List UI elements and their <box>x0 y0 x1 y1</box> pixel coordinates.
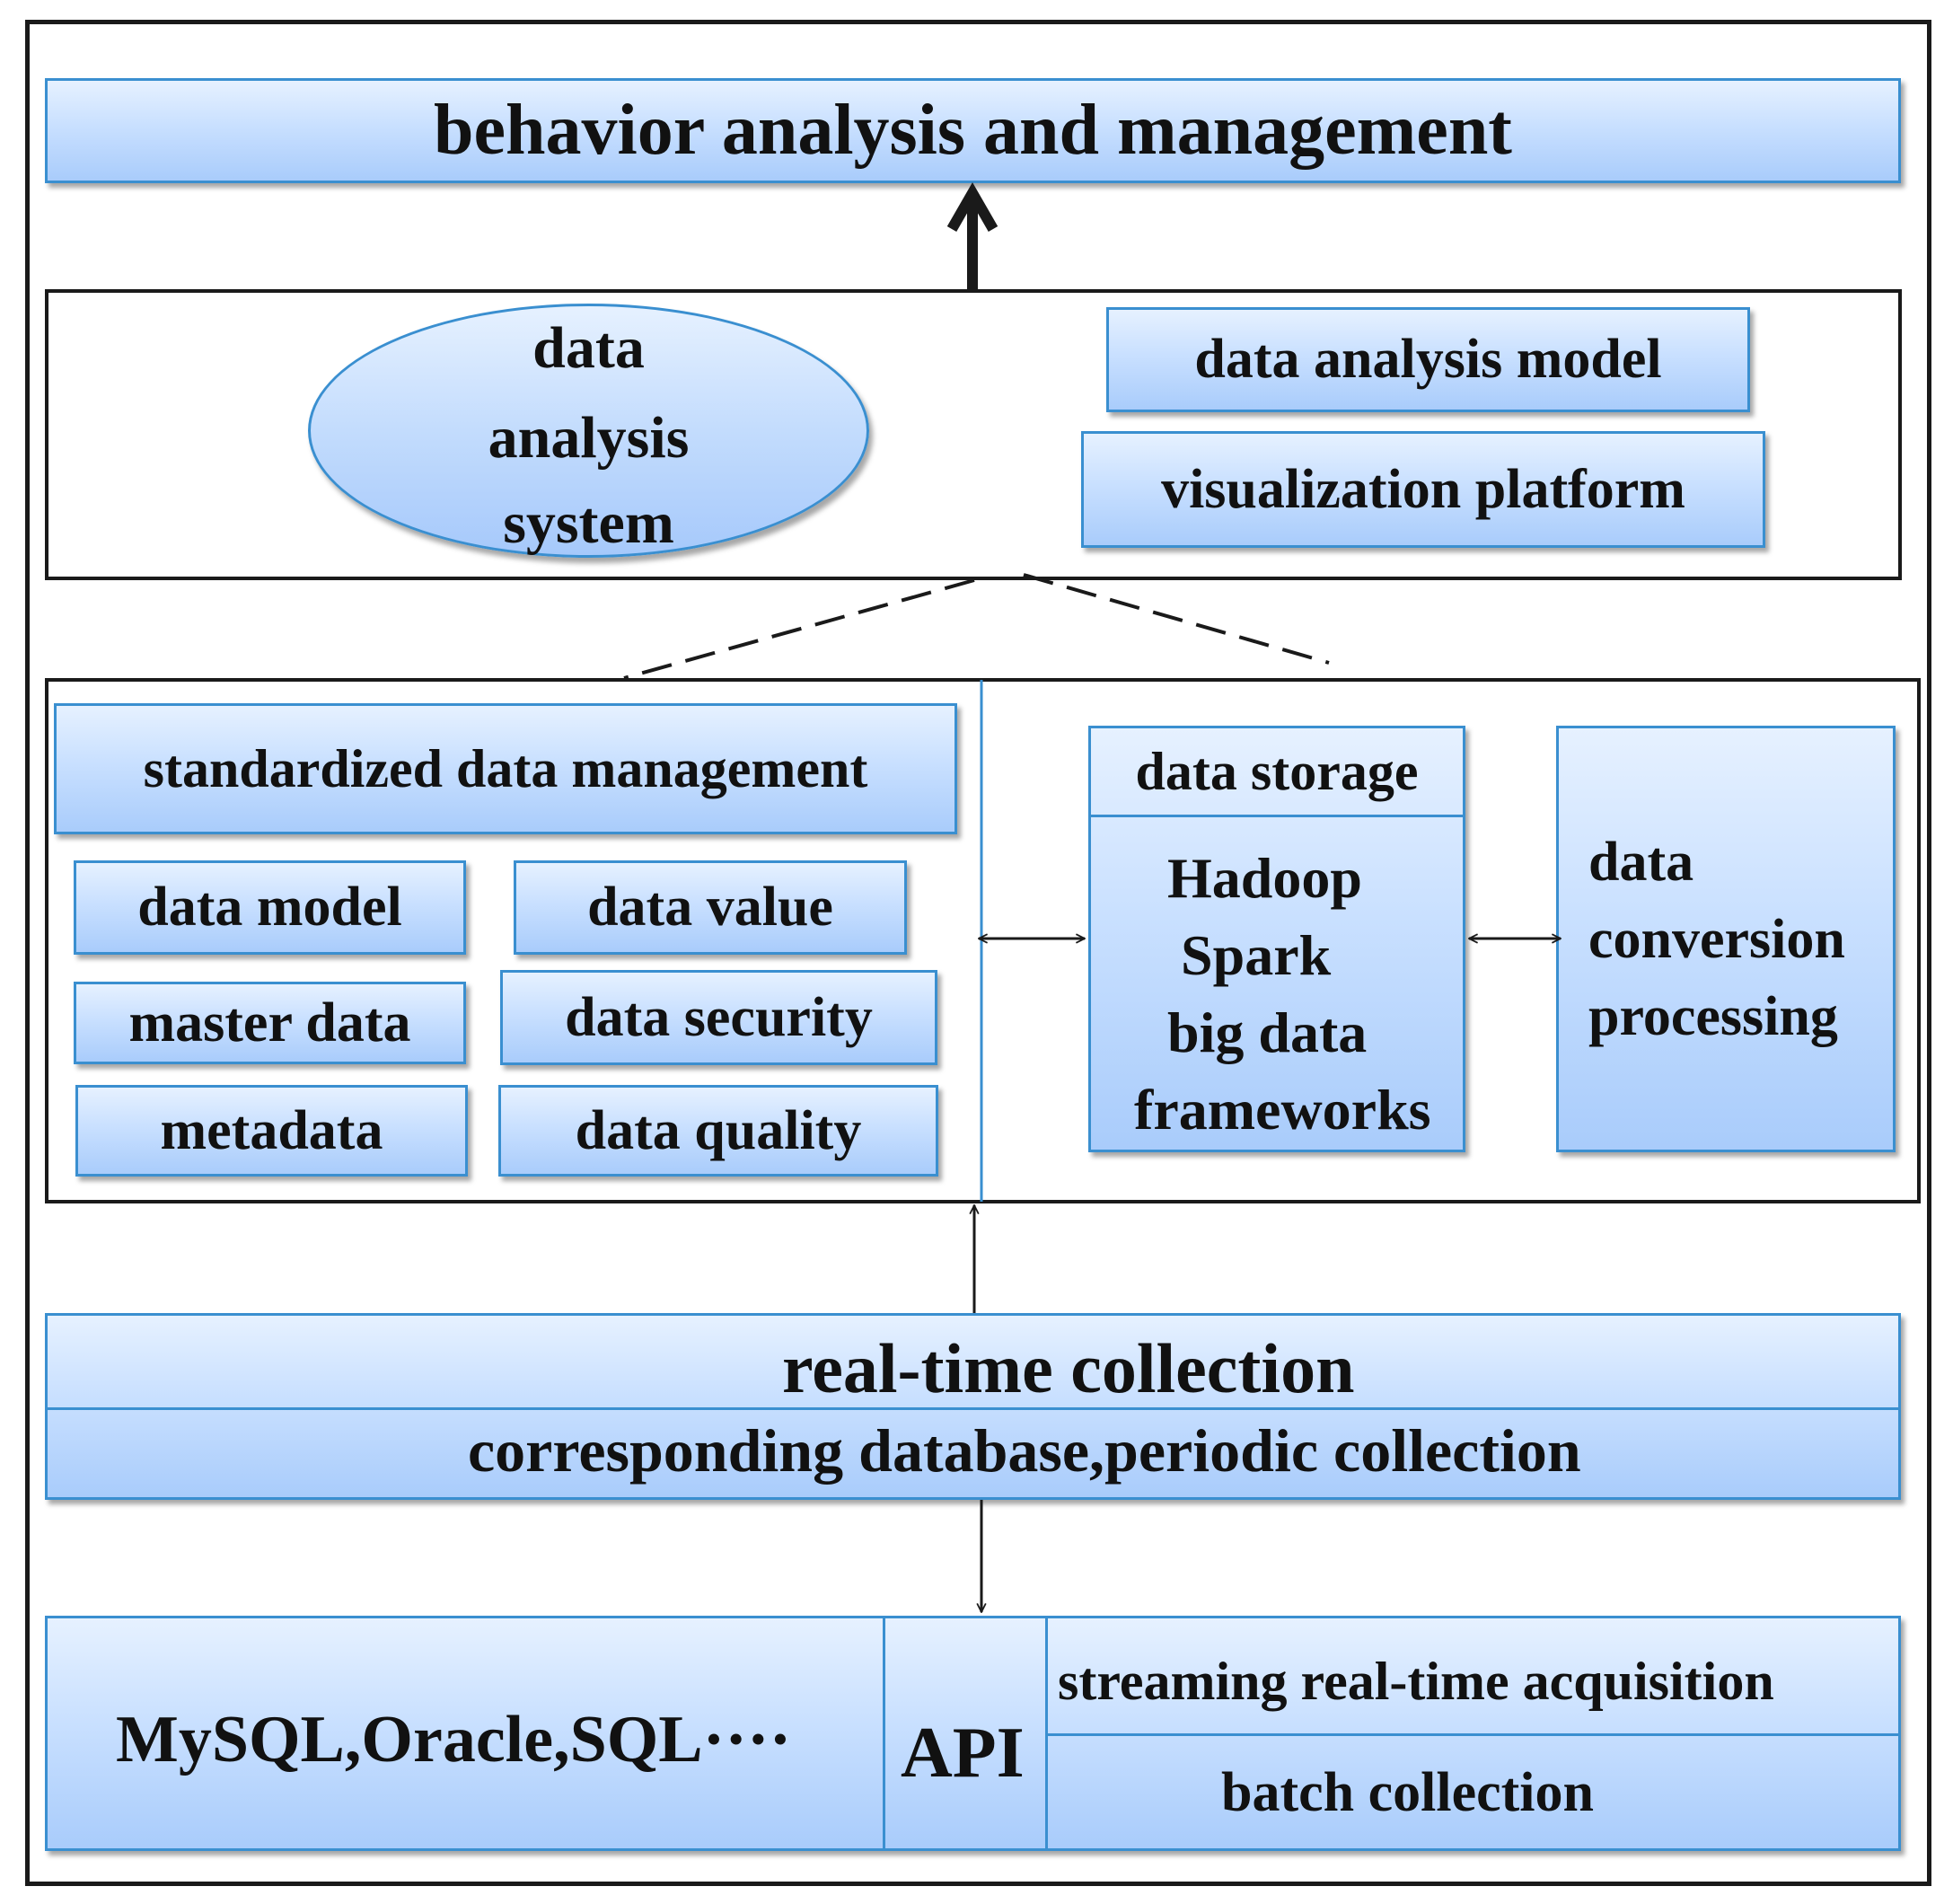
api-label: API <box>901 1714 1025 1793</box>
storage-line-spark: Spark <box>1181 923 1332 987</box>
periodic-collection-label: corresponding database,periodic collecti… <box>468 1416 1581 1485</box>
metadata-label: metadata <box>160 1099 383 1161</box>
collection-box: real-time collection corresponding datab… <box>45 1313 1901 1500</box>
storage-line-frameworks: frameworks <box>1134 1078 1431 1142</box>
data-security-box: data security <box>500 970 937 1065</box>
real-time-collection-label: real-time collection <box>782 1329 1355 1407</box>
data-conversion-processing-box: data conversion processing <box>1556 726 1896 1152</box>
conversion-line-2: conversion <box>1588 909 1845 970</box>
collection-divider <box>48 1407 1898 1410</box>
behavior-analysis-label: behavior analysis and management <box>434 91 1512 170</box>
visualization-platform-box: visualization platform <box>1081 431 1765 548</box>
data-quality-box: data quality <box>498 1085 938 1177</box>
master-data-box: master data <box>74 982 466 1064</box>
streaming-acquisition-label: streaming real-time acquisition <box>1058 1652 1774 1711</box>
data-value-label: data value <box>587 877 833 938</box>
storage-line-hadoop: Hadoop <box>1167 846 1362 910</box>
master-data-label: master data <box>128 992 411 1053</box>
batch-collection-label: batch collection <box>1221 1762 1594 1823</box>
data-storage-title: data storage <box>1091 728 1463 817</box>
data-model-box: data model <box>74 860 466 955</box>
metadata-box: metadata <box>75 1085 468 1177</box>
data-security-label: data security <box>565 986 873 1048</box>
standardized-data-management-label: standardized data management <box>143 738 868 798</box>
data-analysis-model-label: data analysis model <box>1194 329 1662 390</box>
data-storage-box: data storage Hadoop Spark big data frame… <box>1088 726 1465 1152</box>
diagram-frame <box>25 20 1931 1886</box>
data-analysis-model-box: data analysis model <box>1106 307 1750 412</box>
data-model-label: data model <box>137 877 402 938</box>
data-value-box: data value <box>514 860 907 955</box>
visualization-platform-label: visualization platform <box>1161 458 1685 520</box>
databases-label: MySQL,Oracle,SQL···· <box>116 1703 792 1776</box>
system-label-line-1: data <box>532 315 645 381</box>
sources-divider-1 <box>883 1618 885 1848</box>
behavior-analysis-box: behavior analysis and management <box>45 78 1901 183</box>
conversion-line-3: processing <box>1588 986 1838 1047</box>
conversion-line-1: data <box>1588 832 1694 893</box>
data-sources-box: MySQL,Oracle,SQL···· API streaming real-… <box>45 1616 1901 1851</box>
sources-divider-3 <box>1045 1733 1898 1736</box>
standardized-data-management-box: standardized data management <box>54 703 957 834</box>
data-analysis-system-ellipse <box>308 304 869 558</box>
storage-line-big-data: big data <box>1167 1000 1368 1064</box>
system-label-line-2: analysis <box>488 405 690 471</box>
data-quality-label: data quality <box>575 1099 862 1161</box>
system-label-line-3: system <box>503 490 674 556</box>
